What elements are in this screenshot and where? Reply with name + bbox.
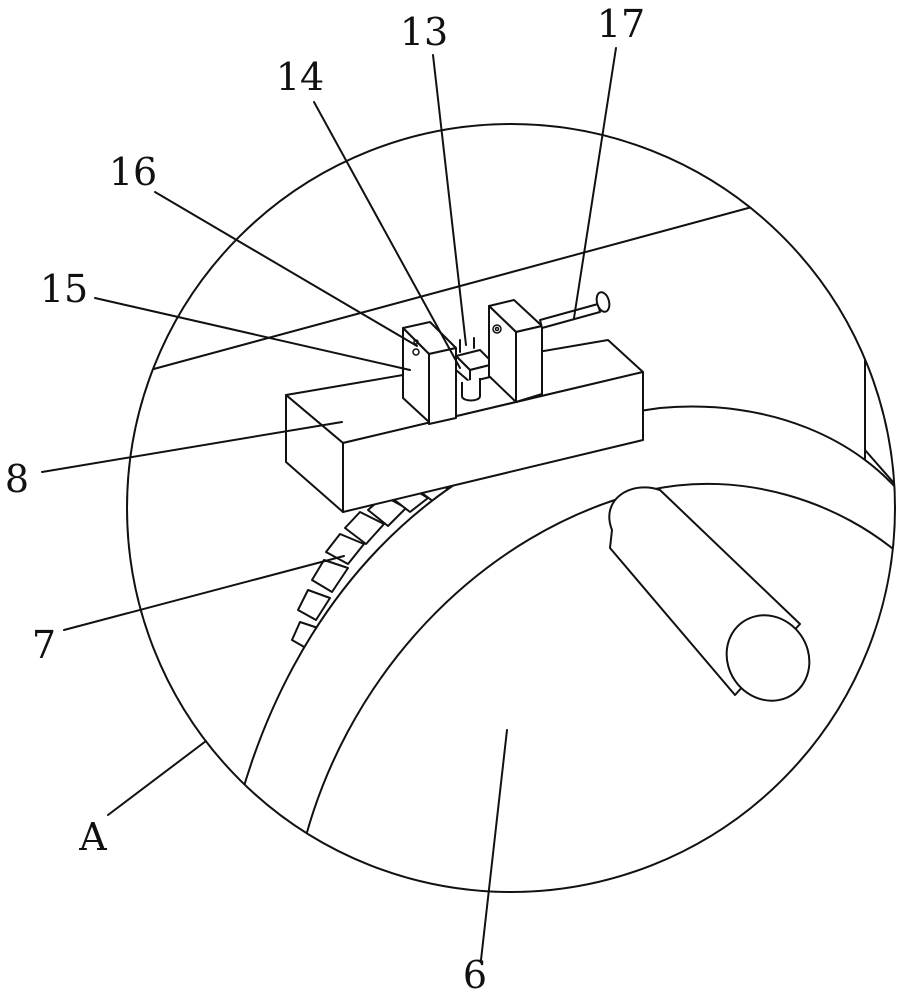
- right-clamp-block: [488, 299, 543, 403]
- callout-7: 7: [32, 623, 56, 667]
- rail-edge-line: [149, 206, 753, 371]
- leader-6: [480, 729, 508, 961]
- left-clamp-block: [402, 321, 457, 425]
- gear-teeth: [291, 479, 451, 649]
- leader-8: [41, 421, 343, 473]
- leader-13: [432, 54, 467, 346]
- detail-circle: [126, 123, 896, 893]
- callout-15: 15: [40, 267, 88, 311]
- callout-6: 6: [463, 953, 487, 997]
- callout-14: 14: [276, 55, 324, 99]
- center-slider: [455, 337, 495, 402]
- callout-16: 16: [109, 150, 157, 194]
- leader-14: [313, 101, 461, 369]
- leader-7: [63, 555, 345, 631]
- leader-lines: [41, 47, 617, 961]
- callout-17: 17: [597, 2, 645, 46]
- callout-13: 13: [400, 10, 448, 54]
- leader-17: [573, 47, 617, 319]
- detail-contents: [149, 206, 895, 861]
- curved-ring: [239, 405, 895, 861]
- leader-15: [94, 297, 411, 371]
- leader-A: [107, 740, 207, 816]
- callout-A: A: [78, 815, 107, 859]
- threaded-rod: [539, 291, 611, 329]
- cylinder-shaft: [608, 486, 811, 702]
- leader-16: [154, 191, 418, 347]
- callout-8: 8: [5, 457, 29, 501]
